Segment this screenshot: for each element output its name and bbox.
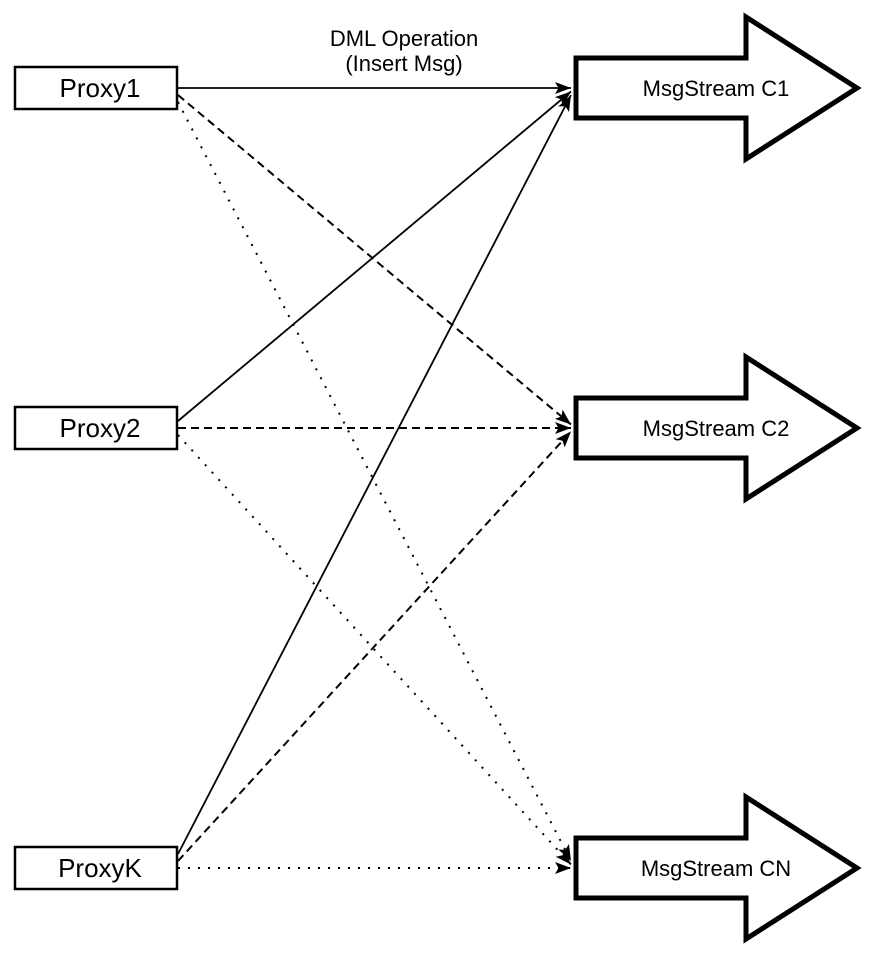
msgstream-cn-label: MsgStream CN <box>641 856 791 881</box>
proxy-node-proxy1: Proxy1 <box>13 65 179 111</box>
stream-arrow-c2: MsgStream C2 <box>573 352 862 504</box>
diagram-title-line1: DML Operation <box>330 26 478 51</box>
edge-proxyK-c1-solid <box>177 94 572 855</box>
msgstream-cn-shape <box>573 792 862 944</box>
proxyK-label: ProxyK <box>58 853 142 883</box>
edge-proxy2-c1-solid <box>177 90 572 422</box>
proxy1-box <box>13 65 179 111</box>
diagram-title-line2: (Insert Msg) <box>345 51 462 76</box>
msgstream-c2-shape <box>573 352 862 504</box>
stream-arrow-c1: MsgStream C1 <box>573 12 862 164</box>
proxy-node-proxyK: ProxyK <box>13 845 179 891</box>
edge-proxy1-c2-dashed <box>177 94 572 426</box>
edge-proxy1-cn-dotted <box>177 101 572 862</box>
proxy-node-proxy2: Proxy2 <box>13 405 179 451</box>
edge-proxy2-cn-dotted <box>177 434 572 866</box>
proxy2-box <box>13 405 179 451</box>
stream-arrow-cn: MsgStream CN <box>573 792 862 944</box>
msgstream-c1-label: MsgStream C1 <box>643 76 790 101</box>
msgstream-c2-label: MsgStream C2 <box>643 416 790 441</box>
edge-proxyK-c2-dashed <box>177 430 572 862</box>
msgstream-c1-shape <box>573 12 862 164</box>
proxyK-box <box>13 845 179 891</box>
edges-layer <box>177 82 572 874</box>
proxy1-label: Proxy1 <box>60 73 141 103</box>
proxy2-label: Proxy2 <box>60 413 141 443</box>
